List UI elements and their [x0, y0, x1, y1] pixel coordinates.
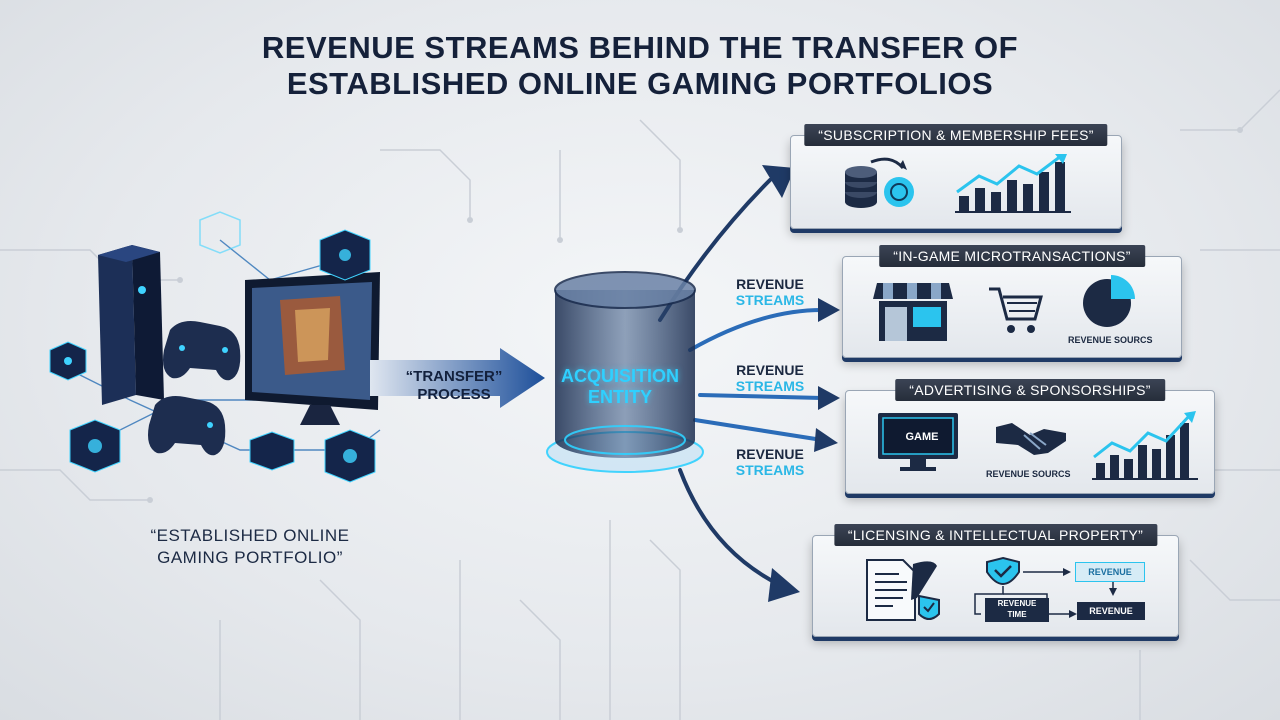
subscription-panel: “SUBSCRIPTION & MEMBERSHIP FEES” [790, 124, 1122, 229]
arrowhead-licensing [768, 568, 800, 602]
portfolio-caption: “ESTABLISHED ONLINE GAMING PORTFOLIO” [100, 525, 400, 569]
entity-label-line-2: ENTITY [587, 387, 652, 407]
revenue-streams-label-1: REVENUE STREAMS [720, 276, 820, 308]
advertising-panel: “ADVERTISING & SPONSORSHIPS” GAME REVENU… [845, 379, 1215, 494]
revenue-streams-label-3: REVENUE STREAMS [720, 446, 820, 478]
microtransactions-panel-header: “IN-GAME MICROTRANSACTIONS” [879, 245, 1145, 267]
title-line-2: ESTABLISHED ONLINE GAMING PORTFOLIOS [286, 66, 994, 101]
arrow-to-advertising-2 [693, 418, 824, 442]
growth-bar-chart-icon [1092, 411, 1198, 480]
game-monitor-icon [878, 413, 958, 471]
handshake-icon [996, 423, 1066, 455]
licensing-panel-header: “LICENSING & INTELLECTUAL PROPERTY” [833, 524, 1158, 546]
advertising-revenue-tag: REVENUE SOURCS [986, 469, 1071, 479]
stream-label-line-2: STREAMS [735, 378, 805, 394]
licensing-revenue-box-bottom: REVENUE [1077, 602, 1145, 620]
controller-icon [163, 321, 241, 381]
console-icon [98, 245, 164, 405]
data-cube-icon [249, 431, 295, 471]
revenue-streams-label-2: REVENUE STREAMS [720, 362, 820, 394]
microtransactions-panel: “IN-GAME MICROTRANSACTIONS” REVENUE SOUR… [842, 245, 1182, 358]
data-cube-icon [69, 419, 121, 473]
microtransactions-revenue-tag: REVENUE SOURCS [1068, 335, 1153, 345]
revenue-time-box-line-2: TIME [1007, 610, 1027, 619]
license-document-icon [866, 559, 940, 621]
pie-chart-icon [1083, 275, 1135, 327]
shopping-cart-icon [989, 287, 1043, 333]
portfolio-caption-line-1: “ESTABLISHED ONLINE [150, 526, 350, 545]
stream-label-line-2: STREAMS [735, 462, 805, 478]
acquisition-entity-cylinder [546, 271, 704, 473]
diagram-title: REVENUE STREAMS BEHIND THE TRANSFER OF E… [0, 30, 1280, 102]
coins-cycle-icon [845, 157, 914, 208]
monitor-icon [245, 272, 380, 425]
arrow-to-microtransactions [688, 308, 824, 352]
licensing-panel: “LICENSING & INTELLECTUAL PROPERTY” REVE… [812, 524, 1179, 637]
transfer-process-label: “TRANSFER” PROCESS [380, 368, 528, 404]
stream-label-line-1: REVENUE [736, 276, 804, 292]
arrowhead-microtransactions [818, 298, 840, 322]
advertising-panel-header: “ADVERTISING & SPONSORSHIPS” [895, 379, 1165, 401]
arrowhead-subscription [762, 165, 795, 198]
stream-label-line-1: REVENUE [736, 362, 804, 378]
data-cube-icon [199, 211, 241, 254]
arrow-to-licensing [678, 468, 782, 587]
growth-bar-chart-icon [955, 154, 1071, 213]
arrowhead-advertising [818, 386, 840, 410]
revenue-flow-arrows [658, 165, 840, 602]
stream-label-line-1: REVENUE [736, 446, 804, 462]
arrow-to-advertising [698, 393, 824, 400]
stream-label-line-2: STREAMS [735, 292, 805, 308]
arrowhead-advertising-2 [814, 428, 838, 452]
storefront-icon [873, 283, 953, 341]
game-screen-text: GAME [905, 431, 939, 443]
licensing-revenue-box-top: REVENUE [1075, 562, 1145, 582]
licensing-revenue-time-box: REVENUE TIME [985, 598, 1049, 622]
subscription-panel-header: “SUBSCRIPTION & MEMBERSHIP FEES” [804, 124, 1108, 146]
portfolio-caption-line-2: GAMING PORTFOLIO” [157, 548, 343, 567]
acquisition-entity-label: ACQUISITION ENTITY [540, 366, 700, 408]
entity-label-line-1: ACQUISITION [560, 366, 679, 386]
transfer-label-line-2: PROCESS [417, 386, 491, 403]
transfer-label-line-1: “TRANSFER” [405, 368, 503, 385]
licensing-flow-icon [974, 556, 1117, 618]
data-cube-icon [49, 341, 87, 381]
controller-icon [148, 396, 226, 456]
title-line-1: REVENUE STREAMS BEHIND THE TRANSFER OF [261, 30, 1019, 65]
gaming-portfolio-illustration [49, 211, 381, 483]
revenue-time-box-line-1: REVENUE [997, 599, 1037, 608]
transfer-arrow [370, 348, 545, 408]
data-cube-icon [319, 229, 371, 281]
data-cube-icon [324, 429, 376, 483]
